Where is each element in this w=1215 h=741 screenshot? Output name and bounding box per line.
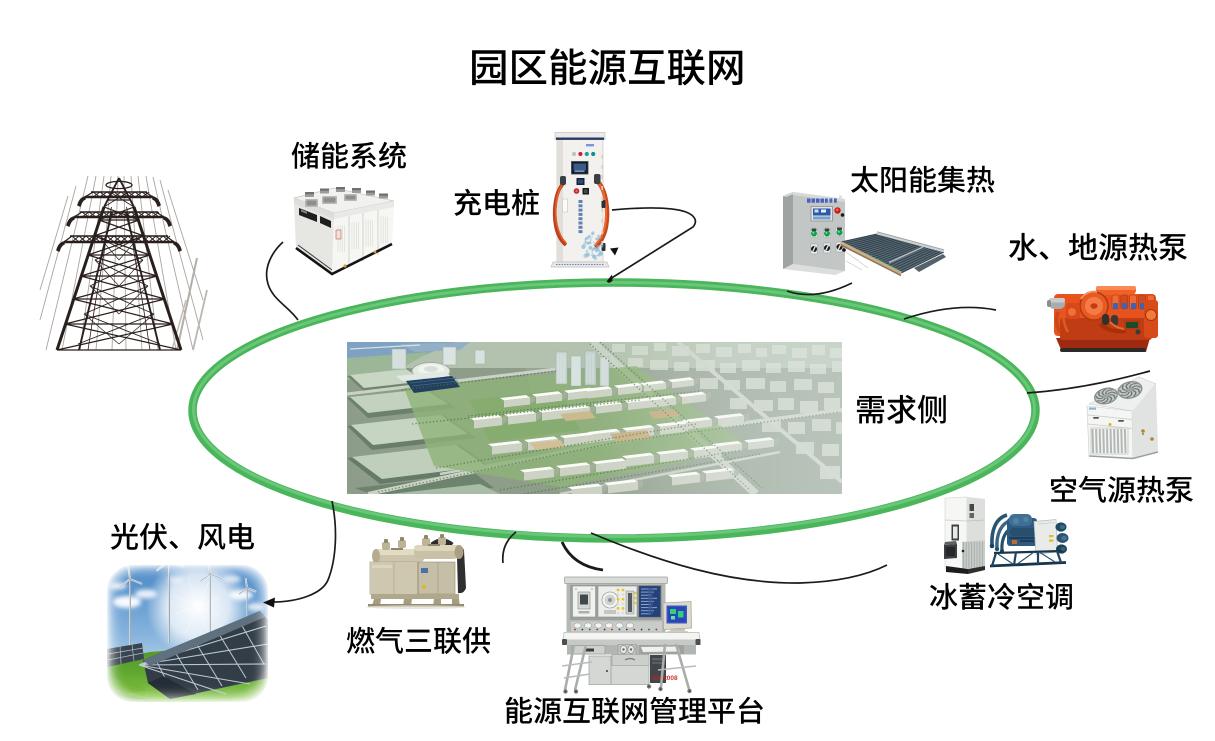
- svg-text:XK-2008: XK-2008: [652, 675, 678, 682]
